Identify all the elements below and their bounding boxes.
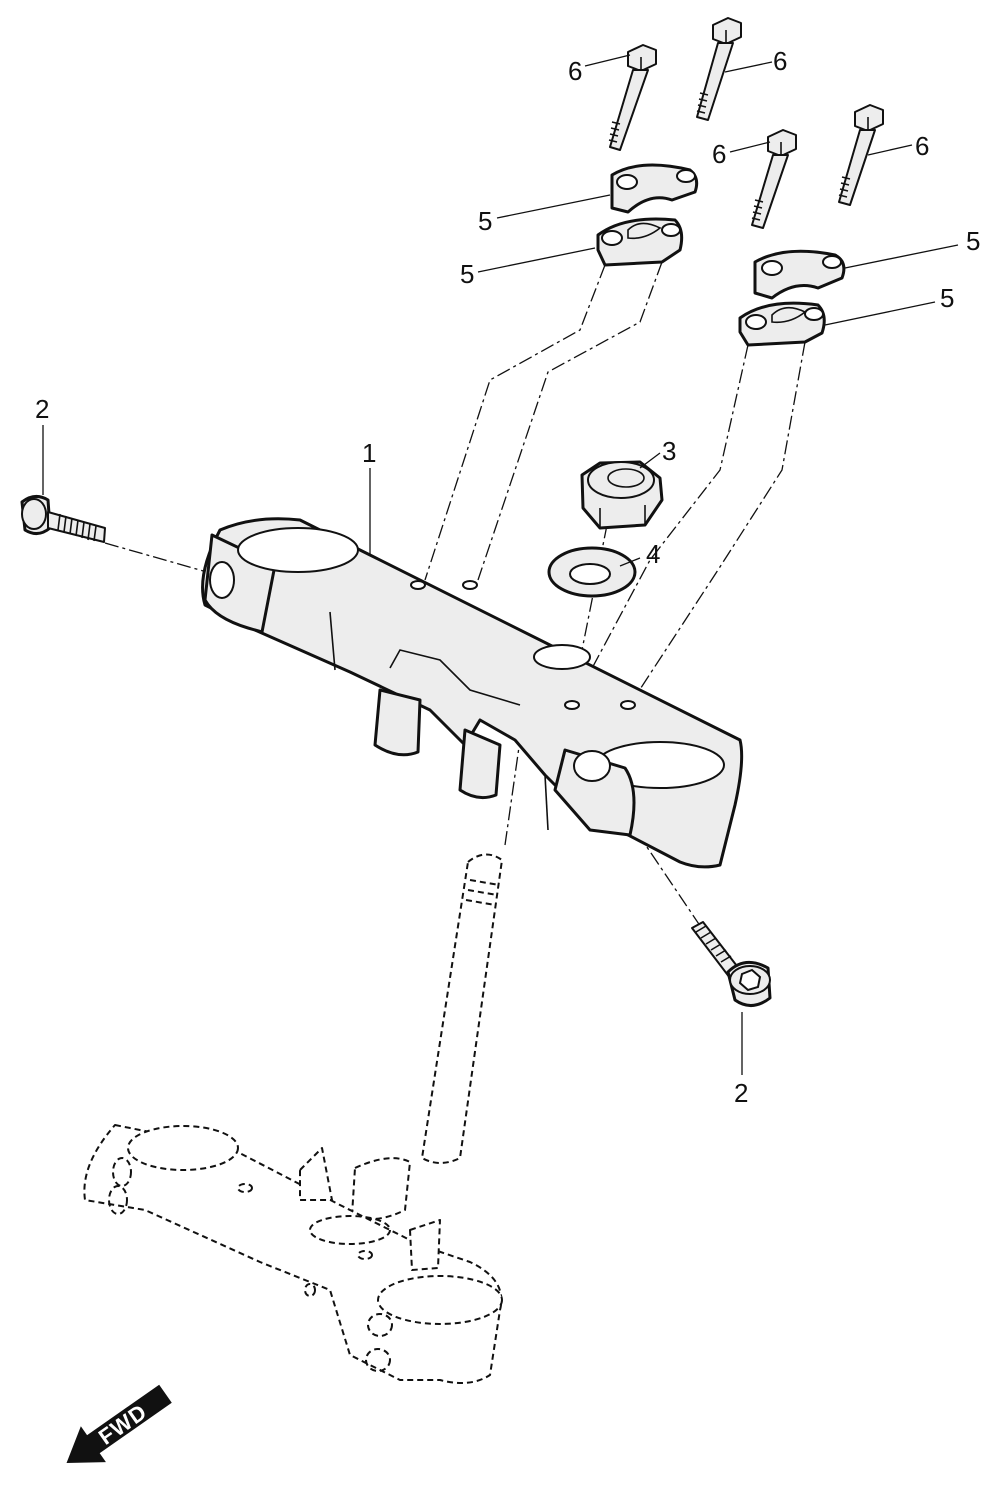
pinch-bolt-2-left bbox=[20, 495, 106, 543]
callout-5-a: 5 bbox=[478, 206, 492, 236]
bolt-6-b bbox=[696, 17, 742, 121]
callout-6-a: 6 bbox=[568, 56, 582, 86]
leader-lines bbox=[42, 54, 959, 1075]
callout-5-d: 5 bbox=[940, 283, 954, 313]
bolt-6-a bbox=[608, 44, 657, 151]
callout-6-b: 6 bbox=[773, 46, 787, 76]
callout-5-b: 5 bbox=[460, 259, 474, 289]
bolt-6-c bbox=[751, 129, 797, 229]
callout-6-d: 6 bbox=[915, 131, 929, 161]
bolt-6-d bbox=[838, 104, 884, 206]
stem-nut-3 bbox=[580, 460, 664, 530]
forward-direction-arrow: FWD bbox=[66, 1384, 172, 1464]
clamp-lower-5-d bbox=[738, 301, 826, 347]
pinch-bolt-2-right bbox=[691, 921, 772, 1007]
arrow-icon bbox=[66, 1384, 172, 1464]
top-bridge-1 bbox=[201, 517, 744, 869]
assembly-centerlines bbox=[104, 261, 806, 986]
steering-stem bbox=[351, 853, 503, 1220]
callout-4: 4 bbox=[646, 539, 660, 569]
callouts: 6 6 6 6 5 5 5 5 1 2 3 4 2 bbox=[35, 46, 980, 1108]
callout-1: 1 bbox=[362, 438, 376, 468]
callout-3: 3 bbox=[662, 436, 676, 466]
clamp-upper-5-c bbox=[753, 249, 846, 300]
callout-2-right: 2 bbox=[734, 1078, 748, 1108]
callout-6-c: 6 bbox=[712, 139, 726, 169]
callout-2-left: 2 bbox=[35, 394, 49, 424]
callout-5-c: 5 bbox=[966, 226, 980, 256]
clamp-lower-5-b bbox=[596, 217, 684, 267]
bottom-bridge bbox=[83, 1124, 503, 1385]
clamp-upper-5-a bbox=[610, 163, 699, 214]
washer-4 bbox=[547, 546, 637, 598]
